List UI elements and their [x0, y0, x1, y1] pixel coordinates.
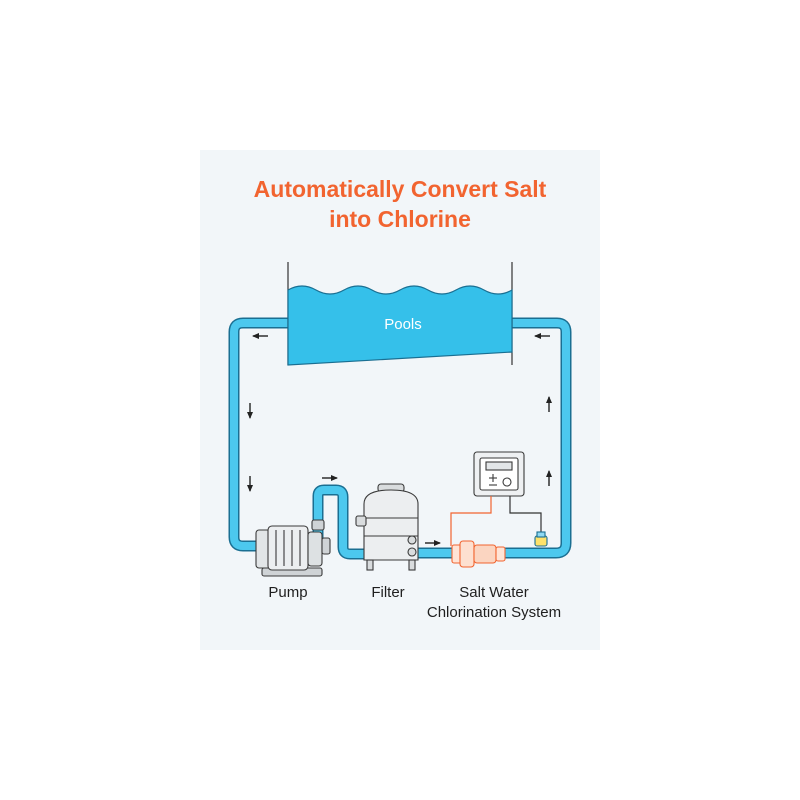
- controller-wires: [450, 496, 542, 546]
- pool-label: Pools: [384, 316, 422, 333]
- chlorinator-label-line-1: Salt Water: [459, 584, 528, 601]
- pipe-loop: [228, 317, 572, 560]
- title-line-2: into Chlorine: [329, 206, 471, 232]
- filter-label: Filter: [371, 584, 404, 601]
- filter-icon: [355, 483, 419, 571]
- chlorinator-label-line-2: Chlorination System: [427, 604, 561, 621]
- diagram-title: Automatically Convert Salt into Chlorine: [200, 174, 600, 234]
- salt-cell-icon: [451, 540, 506, 568]
- pump-label: Pump: [268, 584, 307, 601]
- controller-panel-icon: [473, 451, 525, 497]
- flow-arrows: [247, 333, 552, 546]
- pool-tank: Pools: [287, 262, 513, 366]
- flow-sensor-icon: [534, 531, 548, 547]
- pump-icon: [255, 519, 331, 577]
- title-line-1: Automatically Convert Salt: [253, 176, 547, 202]
